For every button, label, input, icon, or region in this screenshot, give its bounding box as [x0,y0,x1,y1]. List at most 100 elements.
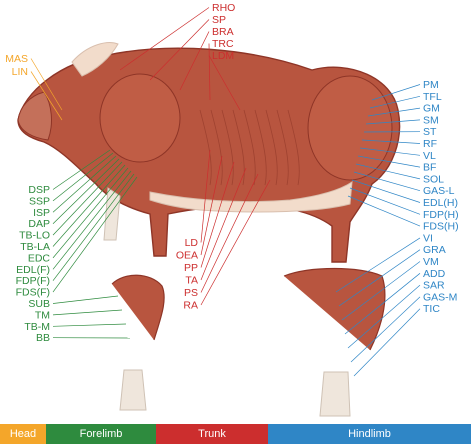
muscle-label-isp: ISP [33,207,50,219]
muscle-label-mas: MAS [5,53,28,65]
muscle-label-fdsh: FDS(H) [423,221,459,233]
leader-edlf [52,170,132,270]
trunk-striation [221,109,234,186]
muscle-label-rf: RF [423,138,437,150]
trunk-striation [265,109,278,186]
muscle-label-lin: LIN [12,66,28,78]
muscle-label-vi: VI [423,232,433,244]
leader-ta [200,167,247,281]
leader-vm [341,261,421,321]
leader-tb-lo [52,161,123,236]
muscle-label-ld: LD [185,237,199,249]
muscle-label-sm: SM [423,114,439,126]
muscle-label-gas-l: GAS-L [423,185,455,197]
legend-head: Head [0,424,46,444]
hindlimb-detail [283,267,386,351]
muscle-label-fdph: FDP(H) [423,209,459,221]
muscle-label-tb-la: TB-LA [20,241,50,253]
trunk-striation [243,109,256,186]
leader-tb-la [52,164,126,247]
muscle-label-edlf: EDL(F) [16,264,50,276]
muscle-label-fdpf: FDP(F) [16,275,50,287]
leader-bra [179,31,210,91]
leader-vl [359,147,421,156]
pig-illustration [17,42,401,417]
leader-fdpf [52,173,135,281]
legend-hindlimb: Hindlimb [268,424,471,444]
leader-lin [30,71,63,121]
belly-skin [149,181,353,213]
leader-ld [200,149,211,243]
muscle-label-add: ADD [423,268,446,280]
leader-sub [52,295,119,304]
muscle-label-tb-m: TB-M [24,321,50,333]
leader-ssp [52,152,114,202]
muscle-label-edc: EDC [28,252,51,264]
leader-tfl [369,95,421,109]
muscle-label-st: ST [423,126,437,138]
leader-dsp [52,149,111,190]
leader-pm [371,84,421,101]
muscle-label-edlh: EDL(H) [423,197,458,209]
ear [71,42,119,77]
leader-vi [335,237,421,293]
leader-sp [149,19,210,81]
muscle-label-vm: VM [423,256,439,268]
muscle-label-sub: SUB [28,298,50,310]
forelimb-detail [111,274,165,341]
trunk-striation [287,109,300,186]
leader-gra [338,249,421,307]
leader-fdsh [347,195,421,227]
trunk-striation [210,109,223,186]
muscle-label-dap: DAP [28,218,50,230]
legend-forelimb: Forelimb [46,424,156,444]
muscle-label-sp: SP [212,14,226,26]
leader-bf [357,155,421,168]
snout [17,91,52,141]
muscle-label-ps: PS [184,287,198,299]
hindlimb-hoof [319,371,351,417]
muscle-label-oea: OEA [176,250,198,262]
muscle-labels: MASLINRHOSPBRATRCLDMLDOEAPPTAPSRADSPSSPI… [5,2,458,344]
trunk-striation [276,109,289,186]
leader-sm [365,119,421,125]
muscle-label-gas-m: GAS-M [423,291,457,303]
leader-lines [30,7,421,377]
muscle-label-bf: BF [423,162,436,174]
leader-ldm [208,55,241,111]
leader-rho [119,7,210,71]
leader-ps [200,173,259,293]
muscle-label-bb: BB [36,332,50,344]
muscle-label-tb-lo: TB-LO [19,230,50,242]
muscle-label-rho: RHO [212,2,235,14]
trunk-striation [199,109,212,186]
leader-isp [52,155,117,213]
leader-mas [30,58,63,111]
leader-sar [347,284,421,349]
muscle-label-pm: PM [423,79,439,91]
ham-muscles [307,75,393,181]
leader-pp [200,161,235,268]
legend-trunk: Trunk [156,424,268,444]
muscle-label-ldm: LDM [212,50,234,62]
leader-gm [367,107,421,117]
trunk-striation [254,109,267,186]
muscle-label-gm: GM [423,103,440,115]
shoulder-muscles [99,73,181,163]
muscle-label-tic: TIC [423,303,440,315]
muscle-label-fdsf: FDS(F) [16,287,50,299]
leader-trc [208,43,211,101]
leader-ra [200,179,271,306]
leader-sol [355,163,421,180]
muscle-label-tfl: TFL [423,91,442,103]
muscle-label-ta: TA [185,275,198,287]
leader-gas-m [350,296,421,363]
muscle-label-trc: TRC [212,38,234,50]
muscle-label-pp: PP [184,262,198,274]
leader-edlh [351,179,421,203]
leader-oea [200,155,223,256]
front-leg [103,187,121,241]
leader-tb-m [52,323,127,327]
